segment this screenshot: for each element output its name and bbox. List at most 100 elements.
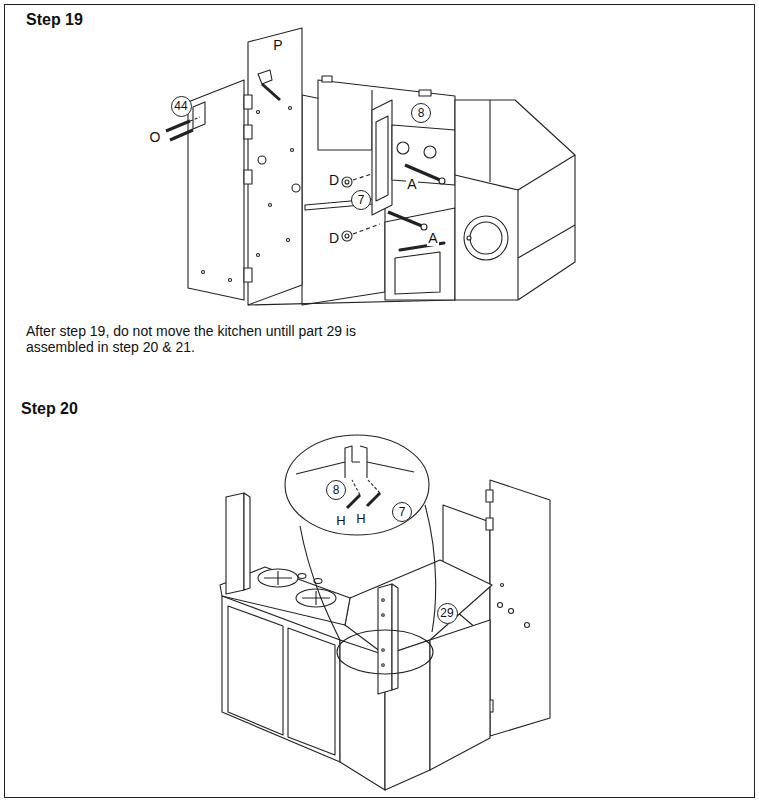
step20-figure xyxy=(501,584,504,587)
step19-figure xyxy=(518,155,575,190)
step19-figure xyxy=(244,125,252,139)
step20-figure xyxy=(490,480,550,736)
step20-figure xyxy=(367,493,380,506)
part-letter: A xyxy=(427,230,438,246)
step20-figure xyxy=(486,490,493,502)
callout-text: 44 xyxy=(174,100,187,112)
step19-figure xyxy=(188,80,244,300)
step19-figure xyxy=(467,236,471,240)
step19-figure xyxy=(248,28,302,305)
callout-number: 7 xyxy=(392,502,412,522)
step20-figure xyxy=(352,480,360,495)
step20-figure xyxy=(509,609,514,614)
step19-figure xyxy=(269,204,272,207)
step19-figure xyxy=(342,231,352,241)
step19-figure xyxy=(292,184,300,192)
step19-figure xyxy=(291,149,294,152)
step19-figure xyxy=(372,100,392,215)
step19-figure xyxy=(258,70,272,84)
step20-figure xyxy=(425,505,436,632)
step19-figure xyxy=(392,125,455,185)
step19-figure xyxy=(166,28,575,305)
callout-number: 8 xyxy=(411,103,431,123)
step19-figure xyxy=(322,76,332,82)
step19-figure xyxy=(262,84,280,100)
step20-figure xyxy=(288,628,335,755)
step19-figure xyxy=(229,279,232,282)
step-heading: Step 20 xyxy=(20,400,79,418)
step19-figure xyxy=(455,175,518,190)
step19-figure xyxy=(421,224,427,230)
step20-figure xyxy=(220,435,550,790)
step19-figure xyxy=(517,190,518,300)
step19-figure xyxy=(258,156,266,164)
step19-figure xyxy=(244,95,252,109)
step20-figure xyxy=(525,623,530,628)
step19-figure xyxy=(345,234,349,238)
step20-figure xyxy=(345,462,367,478)
step19-figure xyxy=(244,170,252,184)
note-text: After step 19, do not move the kitchen u… xyxy=(25,323,417,355)
step20-figure xyxy=(264,571,330,605)
step20-figure xyxy=(382,649,385,652)
step19-figure xyxy=(257,111,260,114)
step19-figure xyxy=(489,100,490,182)
step20-figure xyxy=(244,493,250,590)
step19-figure xyxy=(376,116,388,201)
step19-figure xyxy=(287,239,290,242)
part-letter: P xyxy=(272,37,283,53)
step19-figure xyxy=(193,102,205,129)
callout-text: 8 xyxy=(333,484,340,496)
step19-figure xyxy=(439,178,445,184)
callout-number: 29 xyxy=(437,603,458,624)
callout-number: 44 xyxy=(171,96,192,117)
step19-figure xyxy=(385,208,455,300)
step19-figure xyxy=(395,252,440,294)
step19-figure xyxy=(190,117,200,121)
step20-figure xyxy=(382,664,385,667)
step19-figure xyxy=(397,142,409,154)
step19-figure xyxy=(345,180,349,184)
callout-number: 7 xyxy=(351,190,371,210)
step19-figure xyxy=(257,254,260,257)
step19-figure xyxy=(388,212,422,226)
step20-figure xyxy=(382,614,385,617)
step19-figure xyxy=(353,224,380,234)
step19-figure xyxy=(289,107,292,110)
part-letter: A xyxy=(406,176,417,192)
part-letter: O xyxy=(149,129,162,145)
callout-text: 7 xyxy=(358,194,365,206)
step20-figure xyxy=(486,518,493,530)
step20-figure xyxy=(337,630,433,674)
step20-figure xyxy=(498,603,503,608)
frame xyxy=(5,5,755,798)
part-letter: H xyxy=(355,512,366,527)
callout-text: 7 xyxy=(399,506,406,518)
step19-figure xyxy=(419,90,431,96)
step20-figure xyxy=(298,574,306,579)
step19-figure xyxy=(170,130,193,140)
callout-number: 8 xyxy=(326,480,346,500)
step19-figure xyxy=(424,146,436,158)
step20-figure xyxy=(368,480,380,493)
step20-figure xyxy=(228,606,283,735)
step20-figure xyxy=(226,493,244,594)
part-letter: H xyxy=(335,514,346,529)
part-letter: D xyxy=(328,172,340,188)
step20-figure xyxy=(285,435,429,535)
step19-figure xyxy=(455,100,575,300)
step19-figure xyxy=(342,177,352,187)
step-heading: Step 19 xyxy=(25,11,84,29)
step19-figure xyxy=(518,225,575,258)
callout-text: 29 xyxy=(440,607,453,619)
step19-figure xyxy=(202,271,205,274)
step20-figure xyxy=(347,495,360,508)
step19-figure xyxy=(166,121,190,131)
step20-figure xyxy=(222,596,340,762)
step19-figure xyxy=(244,268,252,282)
callout-text: 8 xyxy=(418,107,425,119)
step20-figure xyxy=(430,620,490,770)
step19-figure xyxy=(470,222,502,254)
